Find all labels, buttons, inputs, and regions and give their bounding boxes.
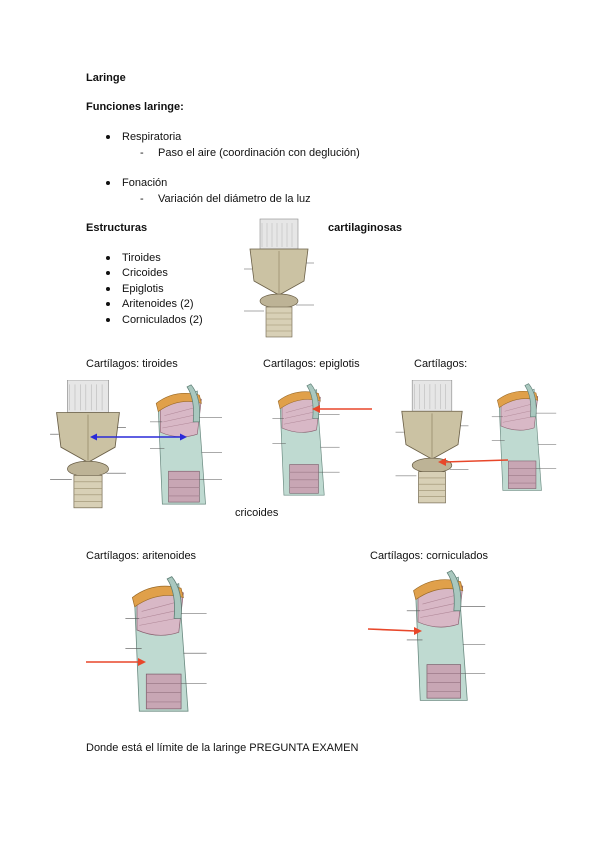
bullet-dot (106, 302, 110, 306)
estructura-item: Aritenoides (2) (122, 298, 194, 310)
funcion-sub-fonacion: Variación del diámetro de la luz (158, 193, 311, 205)
page-title: Laringe (86, 72, 126, 84)
estructura-item: Epiglotis (122, 283, 164, 295)
bullet-dot (106, 287, 110, 291)
sub-dash: - (140, 147, 144, 159)
estructura-item: Corniculados (2) (122, 314, 203, 326)
caption-epiglotis: Cartílagos: epiglotis (263, 358, 360, 370)
estructuras-heading: Estructuras (86, 222, 148, 234)
caption-tiroides: Cartílagos: tiroides (86, 358, 178, 370)
funciones-heading: Funciones laringe: (86, 101, 184, 113)
estructura-item: Tiroides (122, 252, 161, 264)
caption-cricoides-a: Cartílagos: (414, 358, 468, 370)
caption-cricoides-b: cricoides (235, 507, 279, 519)
bullet-dot (106, 135, 110, 139)
funcion-item-respiratoria: Respiratoria (122, 131, 182, 143)
bullet-dot (106, 271, 110, 275)
caption-corniculados: Cartílagos: corniculados (370, 550, 489, 562)
bullet-dot (106, 181, 110, 185)
bullet-dot (106, 256, 110, 260)
funcion-sub-respiratoria: Paso el aire (coordinación con deglución… (158, 147, 360, 159)
caption-aritenoides: Cartílagos: aritenoides (86, 550, 197, 562)
bullet-dot (106, 318, 110, 322)
footer-question: Donde está el límite de la laringe PREGU… (86, 742, 359, 754)
funcion-item-fonacion: Fonación (122, 177, 168, 189)
estructura-item: Cricoides (122, 267, 168, 279)
sub-dash: - (140, 193, 144, 205)
estructuras-heading-right: cartilaginosas (328, 222, 402, 234)
